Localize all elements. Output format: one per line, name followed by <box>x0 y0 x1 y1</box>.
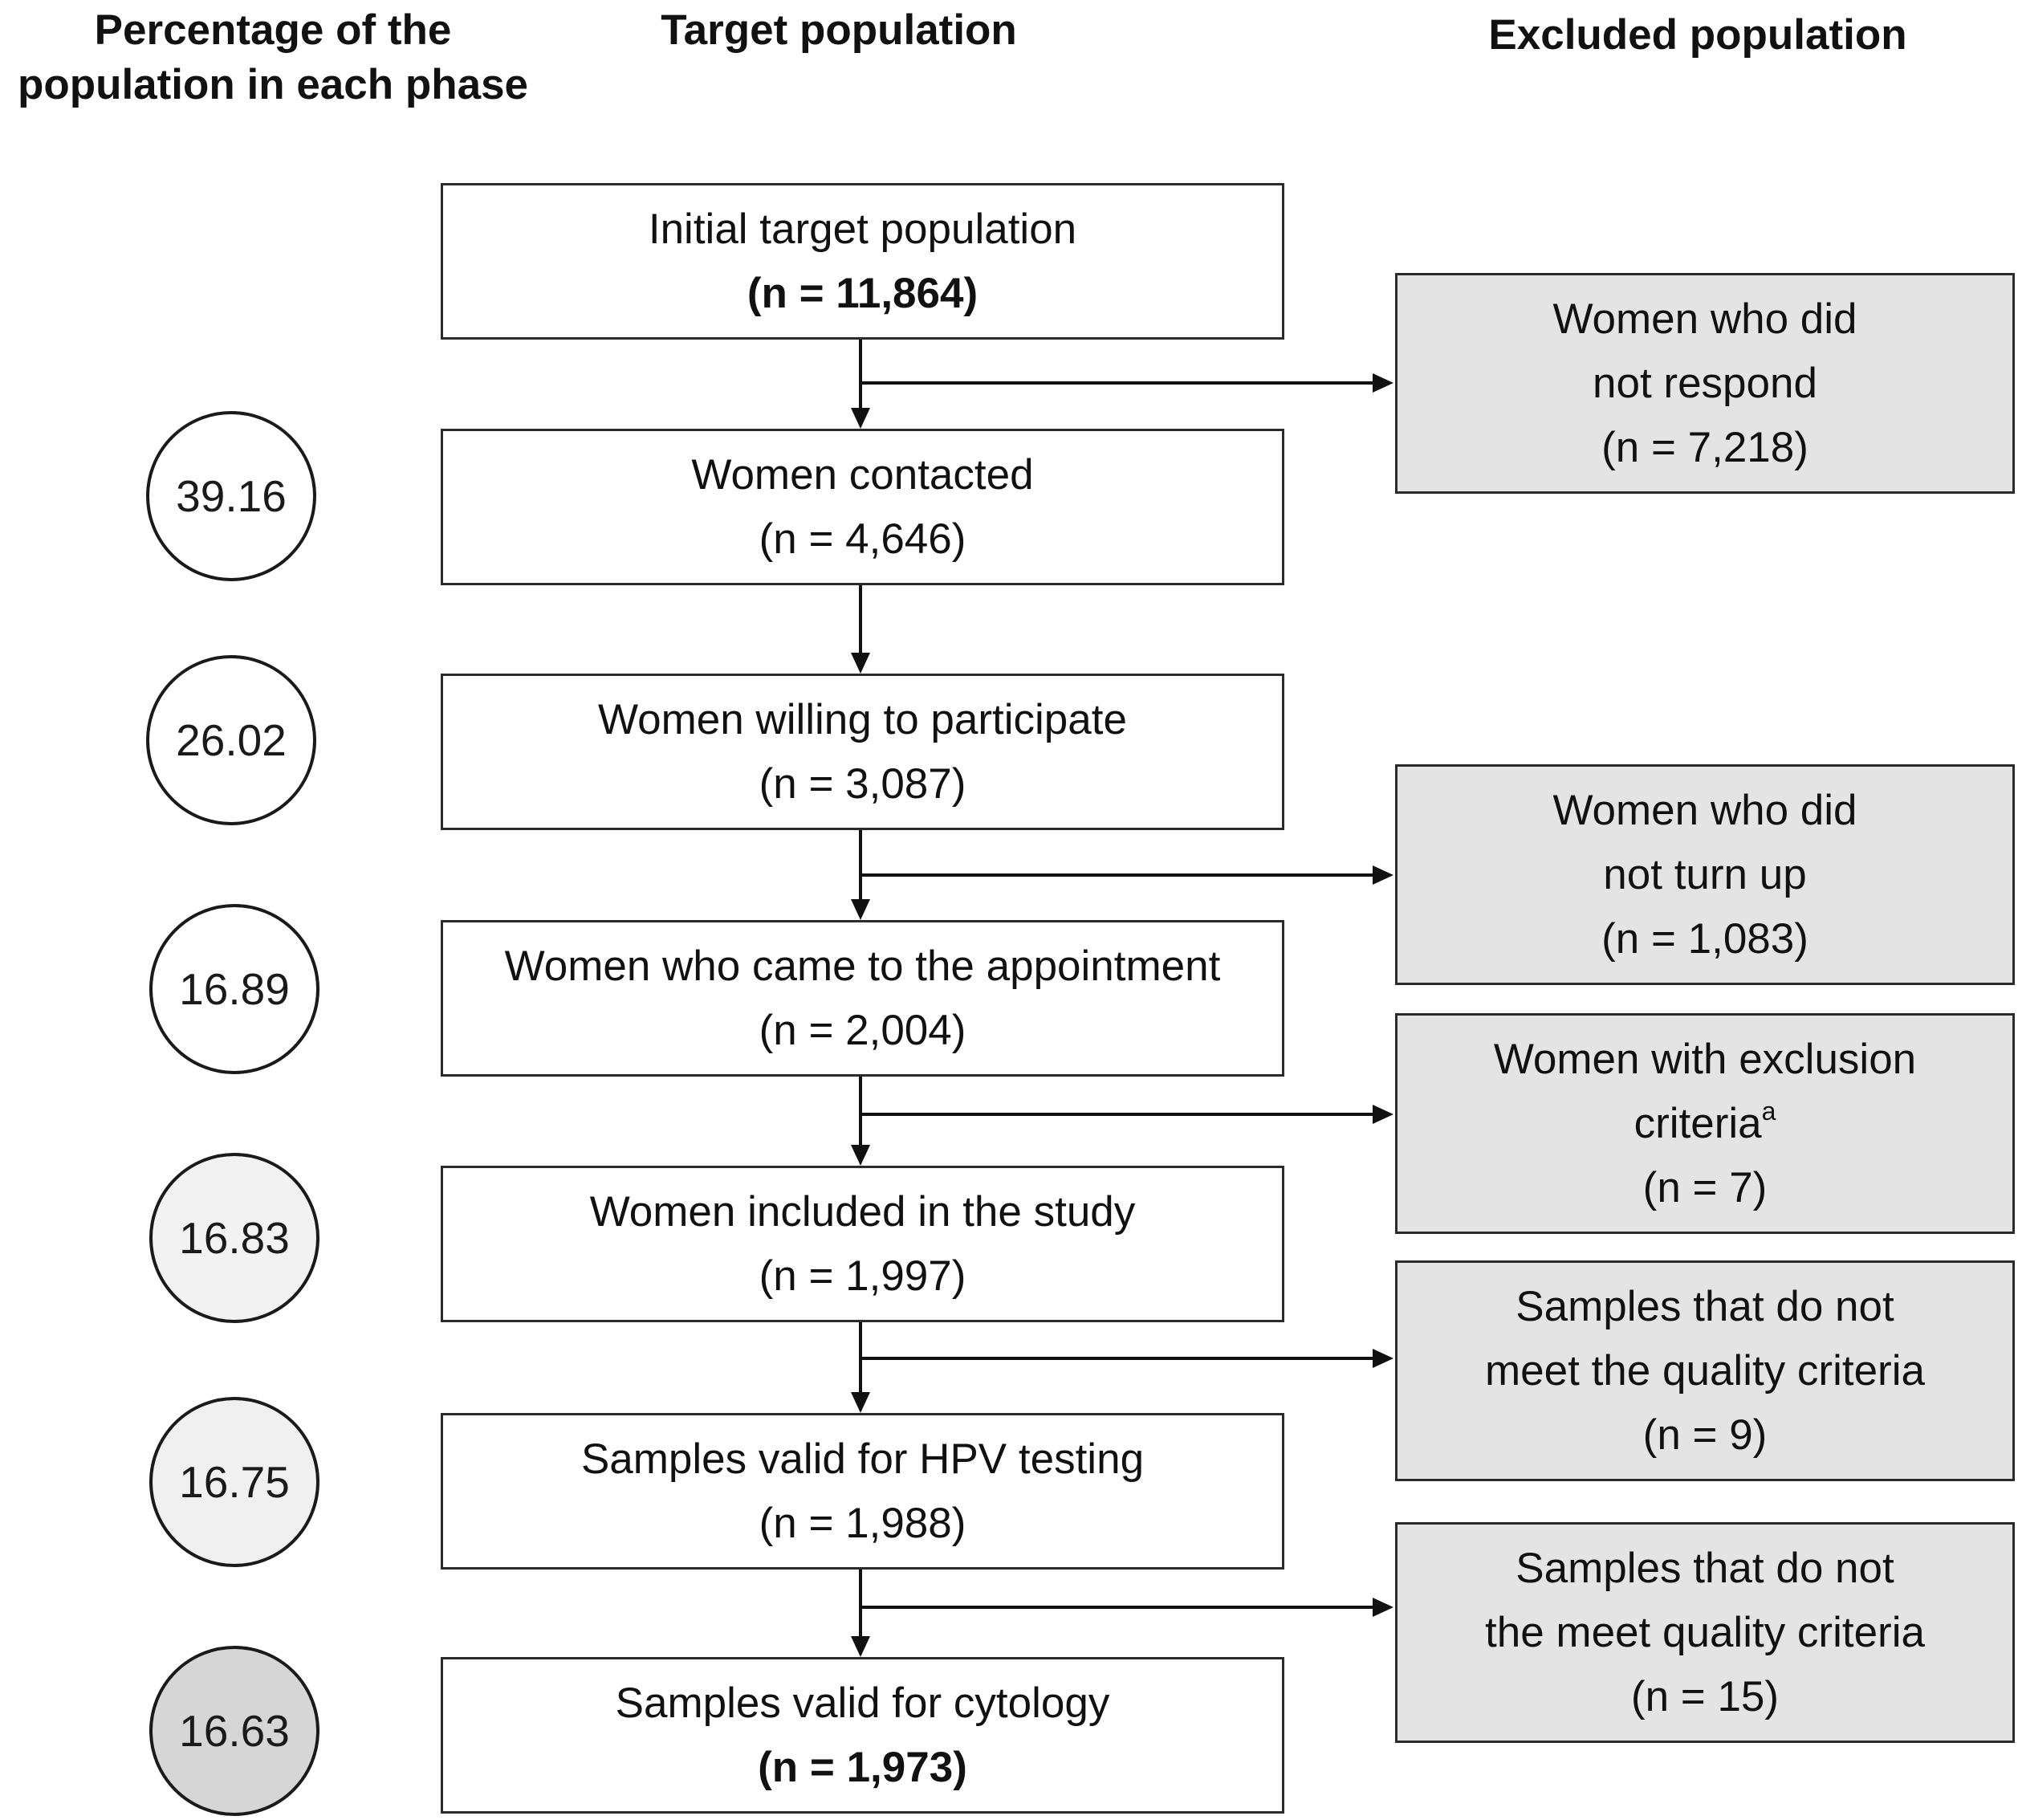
box-samples-valid-hpv-testing: Samples valid for HPV testing (n = 1,988… <box>441 1413 1284 1570</box>
excluded-count: (n = 7) <box>1642 1163 1768 1211</box>
excluded-box-exclusion-criteria: Women with exclusion criteriaa (n = 7) <box>1395 1013 2015 1234</box>
percentage-circle-hpv: 16.75 <box>149 1397 319 1567</box>
excluded-line1: Women who did <box>1552 786 1857 834</box>
box-women-came-to-appointment: Women who came to the appointment (n = 2… <box>441 920 1284 1077</box>
arrowhead-down-6 <box>851 1636 870 1657</box>
arrowhead-right-2 <box>1373 865 1393 885</box>
excluded-line1: Women with exclusion <box>1493 1035 1917 1083</box>
percentage-value: 16.75 <box>179 1457 290 1507</box>
excluded-box-quality-criteria-hpv: Samples that do not meet the quality cri… <box>1395 1260 2015 1481</box>
percentage-column-header: Percentage of the population in each pha… <box>17 6 529 108</box>
excluded-line2: the meet quality criteria <box>1485 1608 1925 1656</box>
percentage-value: 26.02 <box>176 715 287 765</box>
excluded-line2: not turn up <box>1603 850 1807 898</box>
percentage-circle-willing: 26.02 <box>146 655 316 825</box>
arrowhead-down-4 <box>851 1145 870 1166</box>
box-samples-valid-cytology: Samples valid for cytology (n = 1,973) <box>441 1657 1284 1814</box>
arrowhead-down-3 <box>851 899 870 920</box>
target-population-header: Target population <box>661 6 1017 54</box>
box-women-willing-to-participate: Women willing to participate (n = 3,087) <box>441 674 1284 830</box>
percentage-value: 16.63 <box>179 1706 290 1756</box>
arrowhead-down-2 <box>851 653 870 674</box>
percentage-circle-included: 16.83 <box>149 1153 319 1323</box>
box-label: Women included in the study <box>589 1187 1136 1236</box>
box-women-included-in-study: Women included in the study (n = 1,997) <box>441 1166 1284 1322</box>
excluded-box-did-not-respond: Women who did not respond (n = 7,218) <box>1395 273 2015 494</box>
excluded-population-header: Excluded population <box>1488 11 1907 59</box>
excluded-count: (n = 15) <box>1630 1672 1780 1720</box>
box-women-contacted: Women contacted (n = 4,646) <box>441 429 1284 585</box>
arrowhead-right-5 <box>1373 1598 1393 1617</box>
box-count: (n = 1,973) <box>758 1743 967 1791</box>
excluded-box-did-not-turn-up: Women who did not turn up (n = 1,083) <box>1395 764 2015 985</box>
percentage-circle-cytology: 16.63 <box>149 1646 319 1816</box>
percentage-value: 16.89 <box>179 964 290 1014</box>
arrowhead-right-1 <box>1373 373 1393 393</box>
excluded-count: (n = 9) <box>1642 1411 1768 1459</box>
box-label: Samples valid for cytology <box>615 1679 1110 1727</box>
excluded-line1: Samples that do not <box>1516 1282 1894 1330</box>
box-count: (n = 11,864) <box>747 269 978 317</box>
box-count: (n = 1,997) <box>759 1252 966 1300</box>
excluded-line1: Samples that do not <box>1516 1544 1894 1592</box>
box-count: (n = 1,988) <box>759 1499 966 1547</box>
footnote-marker: a <box>1761 1096 1776 1126</box>
box-label: Initial target population <box>648 205 1077 253</box>
excluded-count: (n = 1,083) <box>1601 914 1808 963</box>
box-label: Women contacted <box>691 450 1034 499</box>
percentage-circle-contacted: 39.16 <box>146 411 316 581</box>
box-count: (n = 2,004) <box>759 1006 966 1054</box>
box-label: Women who came to the appointment <box>504 942 1221 990</box>
excluded-line2: meet the quality criteria <box>1485 1346 1925 1395</box>
box-count: (n = 3,087) <box>759 759 966 808</box>
box-label: Samples valid for HPV testing <box>580 1435 1145 1483</box>
arrowhead-right-4 <box>1373 1349 1393 1368</box>
box-count: (n = 4,646) <box>759 515 966 563</box>
arrowhead-down-5 <box>851 1392 870 1413</box>
box-label: Women willing to participate <box>598 695 1127 743</box>
excluded-box-quality-criteria-cytology: Samples that do not the meet quality cri… <box>1395 1522 2015 1743</box>
excluded-line2: criteriaa <box>1634 1092 1776 1156</box>
excluded-line2: not respond <box>1593 359 1817 407</box>
arrowhead-right-3 <box>1373 1105 1393 1124</box>
excluded-line1: Women who did <box>1552 295 1857 343</box>
percentage-circle-came: 16.89 <box>149 904 319 1074</box>
excluded-count: (n = 7,218) <box>1601 423 1808 471</box>
box-initial-target-population: Initial target population (n = 11,864) <box>441 183 1284 340</box>
percentage-value: 39.16 <box>176 471 287 521</box>
excluded-line2-text: criteria <box>1634 1099 1762 1147</box>
percentage-value: 16.83 <box>179 1213 290 1263</box>
arrowhead-down-1 <box>851 408 870 429</box>
